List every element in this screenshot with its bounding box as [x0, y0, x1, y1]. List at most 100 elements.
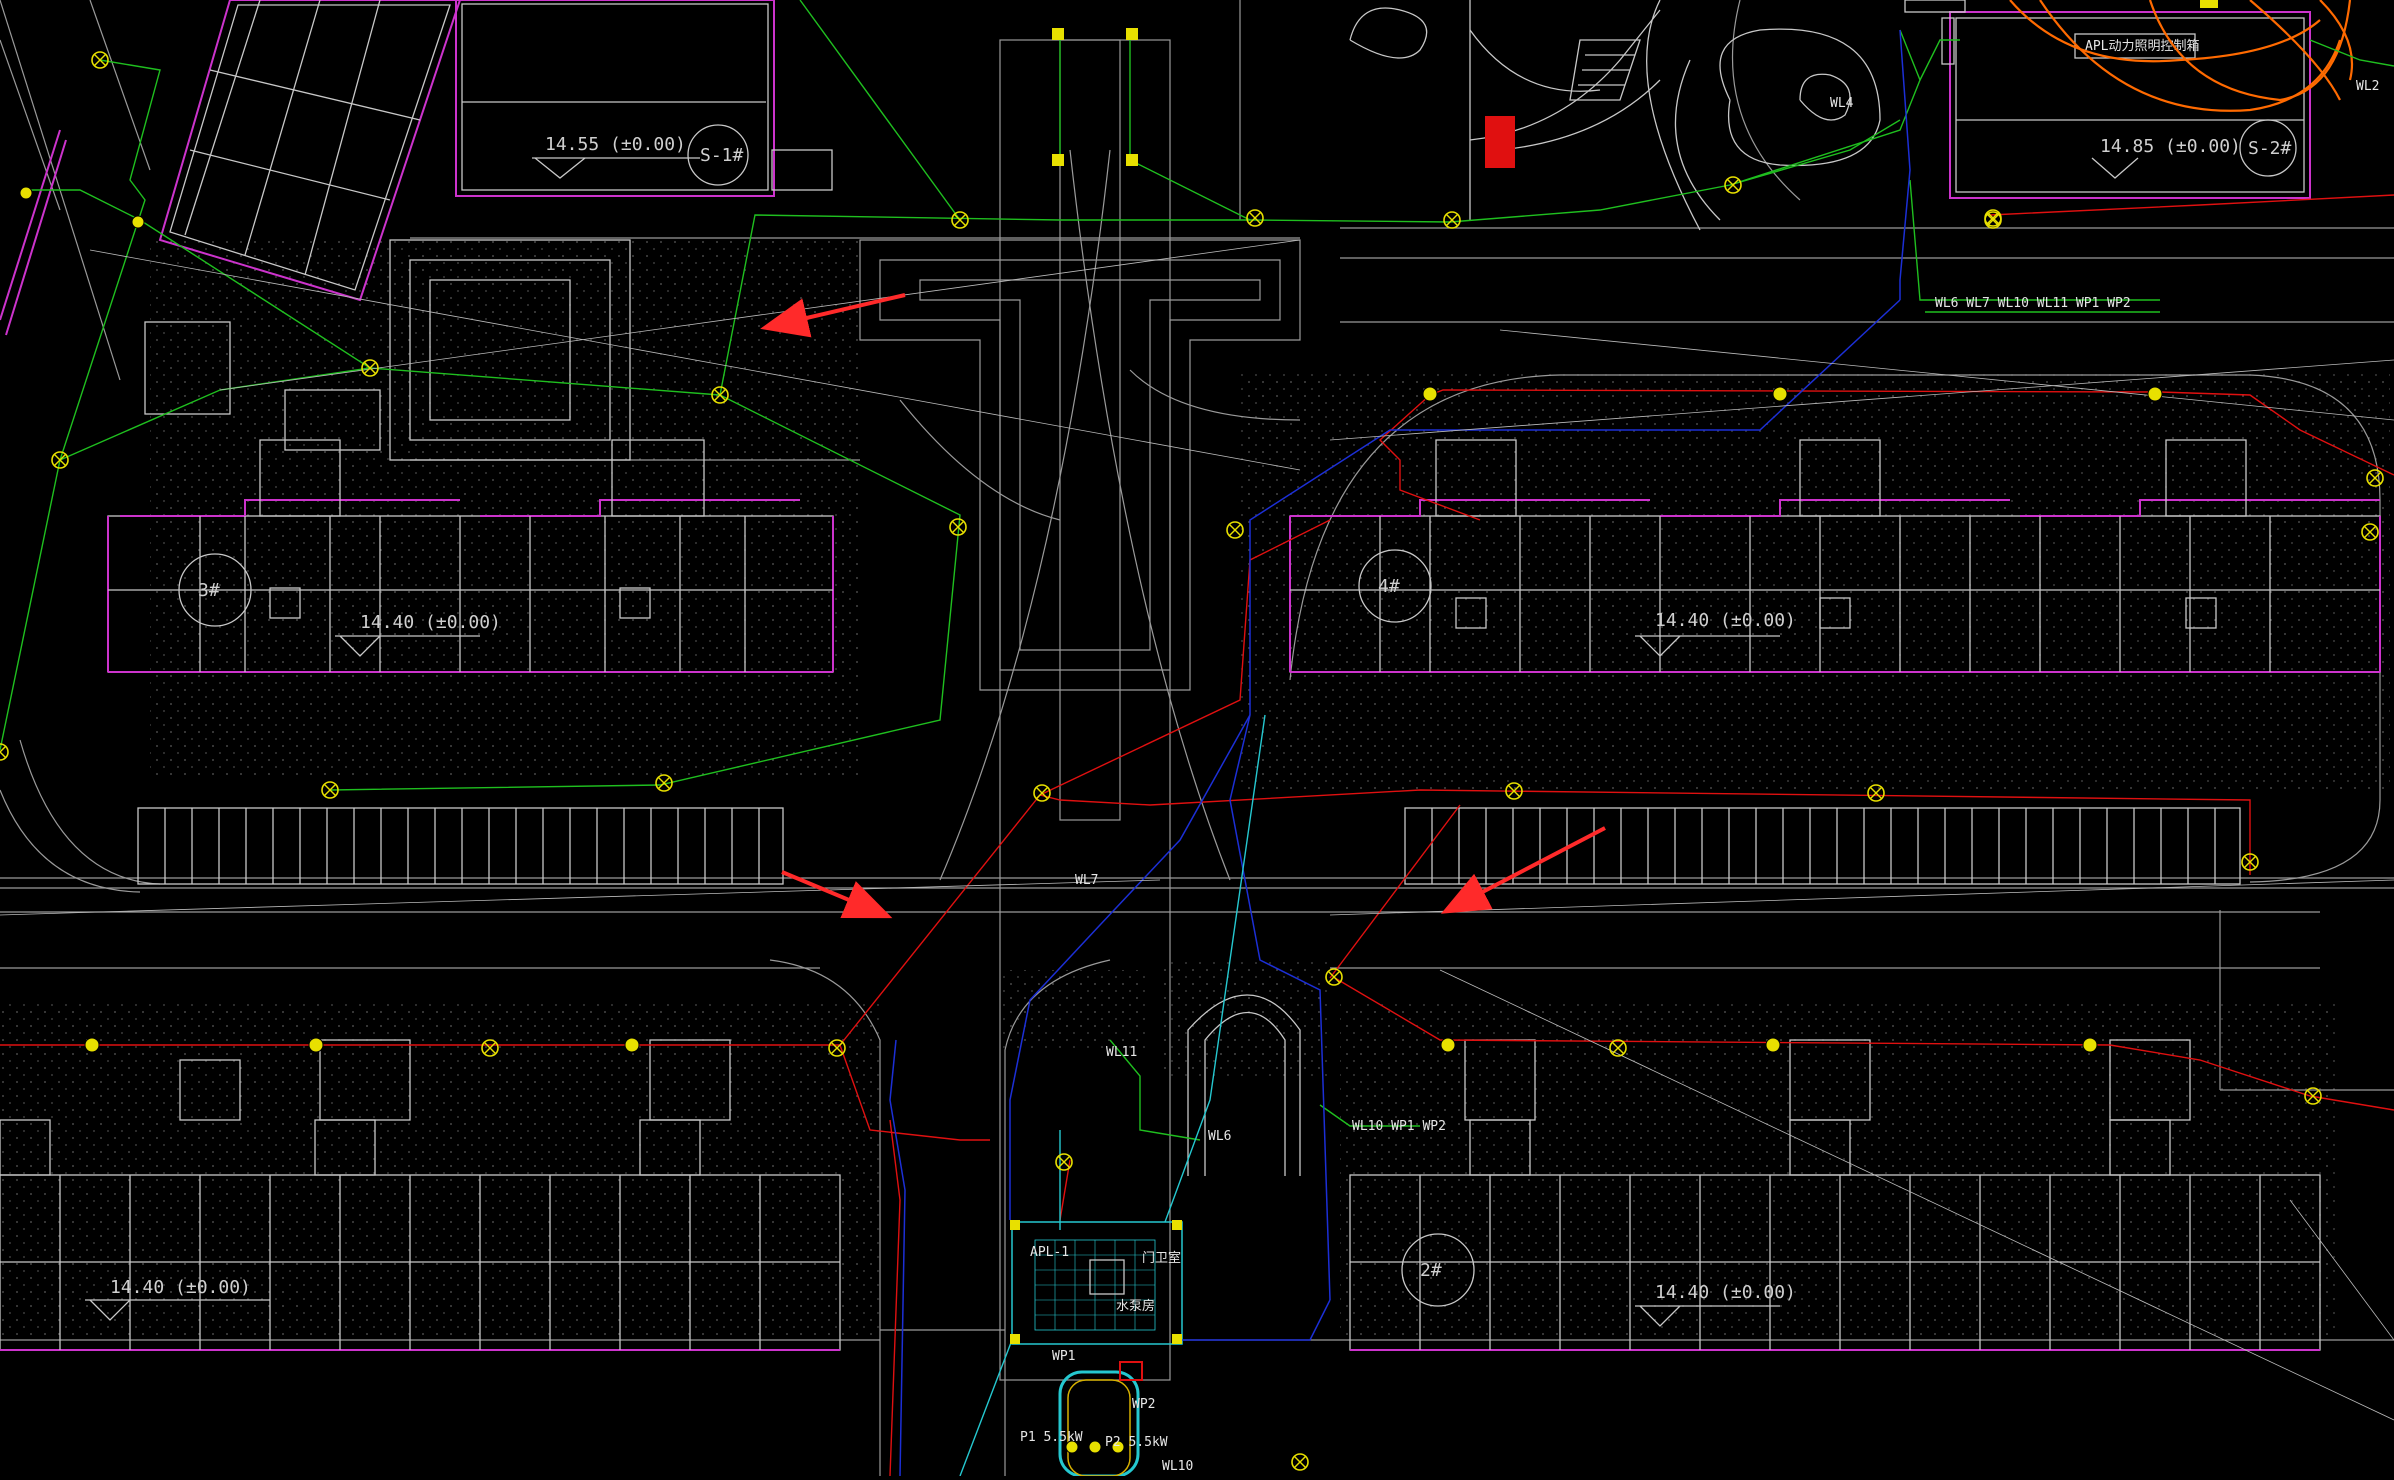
diagonal-building — [0, 0, 462, 336]
street-lamp-icon — [1984, 209, 2002, 227]
lawn-light-icon — [84, 1037, 100, 1053]
lawn-light-icon — [1052, 28, 1064, 40]
circuit-label-wl10-wp: WL10 WP1 WP2 — [1352, 1119, 1446, 1134]
street-lamp-icon — [1867, 784, 1885, 802]
circuit-label-wp2: WP2 — [1132, 1397, 1155, 1412]
circuit-label-wl10: WL10 — [1162, 1459, 1193, 1474]
street-lamp-icon — [2361, 523, 2379, 541]
street-lamp-icon — [1505, 782, 1523, 800]
circuit-label-wl2: WL2 — [2356, 79, 2379, 94]
arrow-icon — [760, 293, 906, 338]
square-court — [144, 239, 631, 461]
street-lamp-icon — [2241, 853, 2259, 871]
circuit-label-wl7: WL7 — [1075, 873, 1098, 888]
building-2: 2# 14.40 (±0.00) — [1349, 1039, 2321, 1351]
circuit-label-wl4: WL4 — [1830, 96, 1854, 111]
street-lamp-icon — [711, 386, 729, 404]
lawn-light-icon — [1126, 154, 1138, 166]
circuit-labels: WL2 WL4 WL6 WL7 WL10 WL11 WP1 WP2 WL7 WL… — [1020, 79, 2379, 1474]
lawn-light-icon — [1010, 1220, 1020, 1230]
lawn-light-icon — [1772, 386, 1788, 402]
annotation-arrows — [760, 293, 1606, 919]
building-number: 2# — [1420, 1260, 1442, 1281]
lawn-light-icon — [1111, 1440, 1125, 1454]
circuit-label-pump-room: 水泵房 — [1116, 1298, 1155, 1314]
staircase-icon — [1569, 39, 1641, 101]
building-number: 4# — [1378, 576, 1400, 597]
street-lamp-icon — [1443, 211, 1461, 229]
street-lamp-icon — [951, 211, 969, 229]
building-level: 14.40 (±0.00) — [110, 1277, 251, 1298]
street-lamp-icon — [361, 359, 379, 377]
building-level: 14.40 (±0.00) — [1655, 1282, 1796, 1303]
lawn-light-icon — [1440, 1037, 1456, 1053]
lawn-light-icon — [2147, 386, 2163, 402]
lawn-light-icon — [1010, 1334, 1020, 1344]
lawn-light-icon — [1065, 1440, 1079, 1454]
lawn-light-icon — [1172, 1334, 1182, 1344]
lawn-light-icon — [308, 1037, 324, 1053]
lawn-light-icon — [1765, 1037, 1781, 1053]
street-lamp-icon — [321, 781, 339, 799]
shop-number: S-2# — [2248, 138, 2292, 159]
shop-number: S-1# — [700, 145, 744, 166]
building-number: 3# — [198, 580, 220, 601]
cyan-circuits — [959, 714, 1266, 1477]
central-plaza — [859, 39, 1301, 1381]
building-level: 14.40 (±0.00) — [1655, 610, 1796, 631]
street-lamp-icon — [1226, 521, 1244, 539]
street-lamp-icon — [949, 518, 967, 536]
street-lamp-icon — [481, 1039, 499, 1057]
pump-label-p1: P1 5.5kW — [1020, 1430, 1083, 1445]
panel-label: APL动力照明控制箱 — [2085, 38, 2199, 54]
street-lamp-icon — [1609, 1039, 1627, 1057]
shop-level: 14.55 (±0.00) — [545, 134, 686, 155]
circuit-label-bus: WL6 WL7 WL10 WL11 WP1 WP2 — [1935, 296, 2131, 311]
red-circuits — [0, 194, 2394, 1477]
lawn-light-icon — [19, 186, 33, 200]
circuit-label-apl1: APL-1 — [1030, 1245, 1069, 1260]
street-lamp-icon — [2304, 1087, 2322, 1105]
lawn-light-icon — [1422, 386, 1438, 402]
site-diagonals — [0, 239, 2394, 1421]
building-4: 4# 14.40 (±0.00) — [1289, 439, 2381, 673]
lawn-lights — [19, 28, 2163, 1454]
street-lamp-icon — [1325, 968, 1343, 986]
street-lamp-icon — [51, 451, 69, 469]
blue-circuits — [889, 29, 1911, 1477]
lawn-light-icon — [1126, 28, 1138, 40]
street-lamp-icon — [1724, 176, 1742, 194]
circuit-label-guardroom: 门卫室 — [1142, 1250, 1181, 1266]
street-lamps — [0, 51, 2384, 1471]
shop-level: 14.85 (±0.00) — [2100, 136, 2241, 157]
circuit-label-wp1: WP1 — [1052, 1349, 1075, 1364]
circuit-label-wl6: WL6 — [1208, 1129, 1231, 1144]
orange-cables — [2009, 0, 2354, 112]
lawn-light-icon — [2082, 1037, 2098, 1053]
street-lamp-icon — [91, 51, 109, 69]
street-lamp-icon — [1033, 784, 1051, 802]
parking-left — [137, 807, 784, 885]
amphitheatre — [1349, 0, 1881, 231]
lawn-light-icon — [1088, 1440, 1102, 1454]
shop-s1: S-1# 14.55 (±0.00) — [455, 0, 833, 197]
street-lamp-icon — [1055, 1153, 1073, 1171]
lawn-light-icon — [131, 215, 145, 229]
arrow-icon — [781, 870, 893, 919]
street-lamp-icon — [1246, 209, 1264, 227]
lawn-light-icon — [624, 1037, 640, 1053]
pump-label-p2: P2 5.5kW — [1105, 1435, 1168, 1450]
lawn-light-icon — [1052, 154, 1064, 166]
street-lamp-icon — [1291, 1453, 1309, 1471]
lawn-light-icon — [1172, 1220, 1182, 1230]
building-lower-left: 14.40 (±0.00) — [0, 1039, 841, 1351]
building-3: 3# 14.40 (±0.00) — [107, 439, 834, 673]
street-lamp-icon — [2366, 469, 2384, 487]
circuit-label-wl11: WL11 — [1106, 1045, 1137, 1060]
shop-s2: S-2# 14.85 (±0.00) APL动力照明控制箱 — [1904, 0, 2311, 199]
gatehouse — [1011, 994, 1301, 1478]
parking-right — [1404, 807, 2241, 885]
